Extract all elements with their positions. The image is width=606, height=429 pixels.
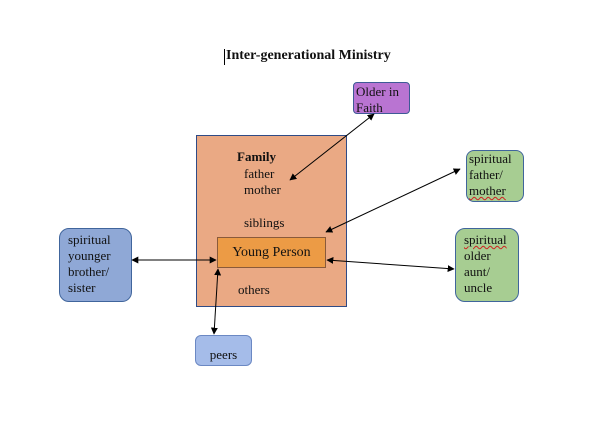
spiritual-father-line-2: father/ [469,167,503,182]
spiritual-father-line-3: mother [469,183,506,198]
family-member-siblings: siblings [244,215,285,230]
young-person-box: Young Person [217,237,326,268]
spiritual-father-line-1: spiritual [469,151,512,166]
spiritual-younger-sibling-box: spiritual younger brother/ sister [59,228,132,302]
arrow-peers-young-person [210,268,222,335]
family-member-others: others [238,282,270,297]
spiritual-aunt-line-4: uncle [464,280,493,295]
spiritual-sibling-line-2: younger [68,248,111,263]
arrow-spiritual-father-siblings [325,168,461,233]
family-heading: Family [237,149,276,164]
spiritual-aunt-line-1: spiritual [464,232,507,247]
family-member-mother: mother [244,182,281,197]
older-in-faith-box: Older in Faith [353,82,410,115]
arrow-spiritual-aunt-young-person [326,256,455,273]
spiritual-sibling-line-3: brother/ [68,264,110,279]
peers-box: peers [195,335,252,366]
diagram-title: Inter-generational Ministry [226,48,391,63]
spiritual-father-mother-box: spiritual father/ mother [466,150,524,202]
spiritual-sibling-line-1: spiritual [68,232,111,247]
older-in-faith-line-1: Older in [356,84,399,99]
spiritual-aunt-line-2: older [464,248,491,263]
arrow-older-faith-family [289,113,375,181]
spiritual-aunt-line-3: aunt/ [464,264,490,279]
text-cursor [224,49,225,65]
spiritual-older-aunt-uncle-box: spiritual older aunt/ uncle [455,228,519,302]
spiritual-sibling-line-4: sister [68,280,96,295]
older-in-faith-line-2: Faith [356,100,383,115]
family-member-father: father [244,166,275,181]
